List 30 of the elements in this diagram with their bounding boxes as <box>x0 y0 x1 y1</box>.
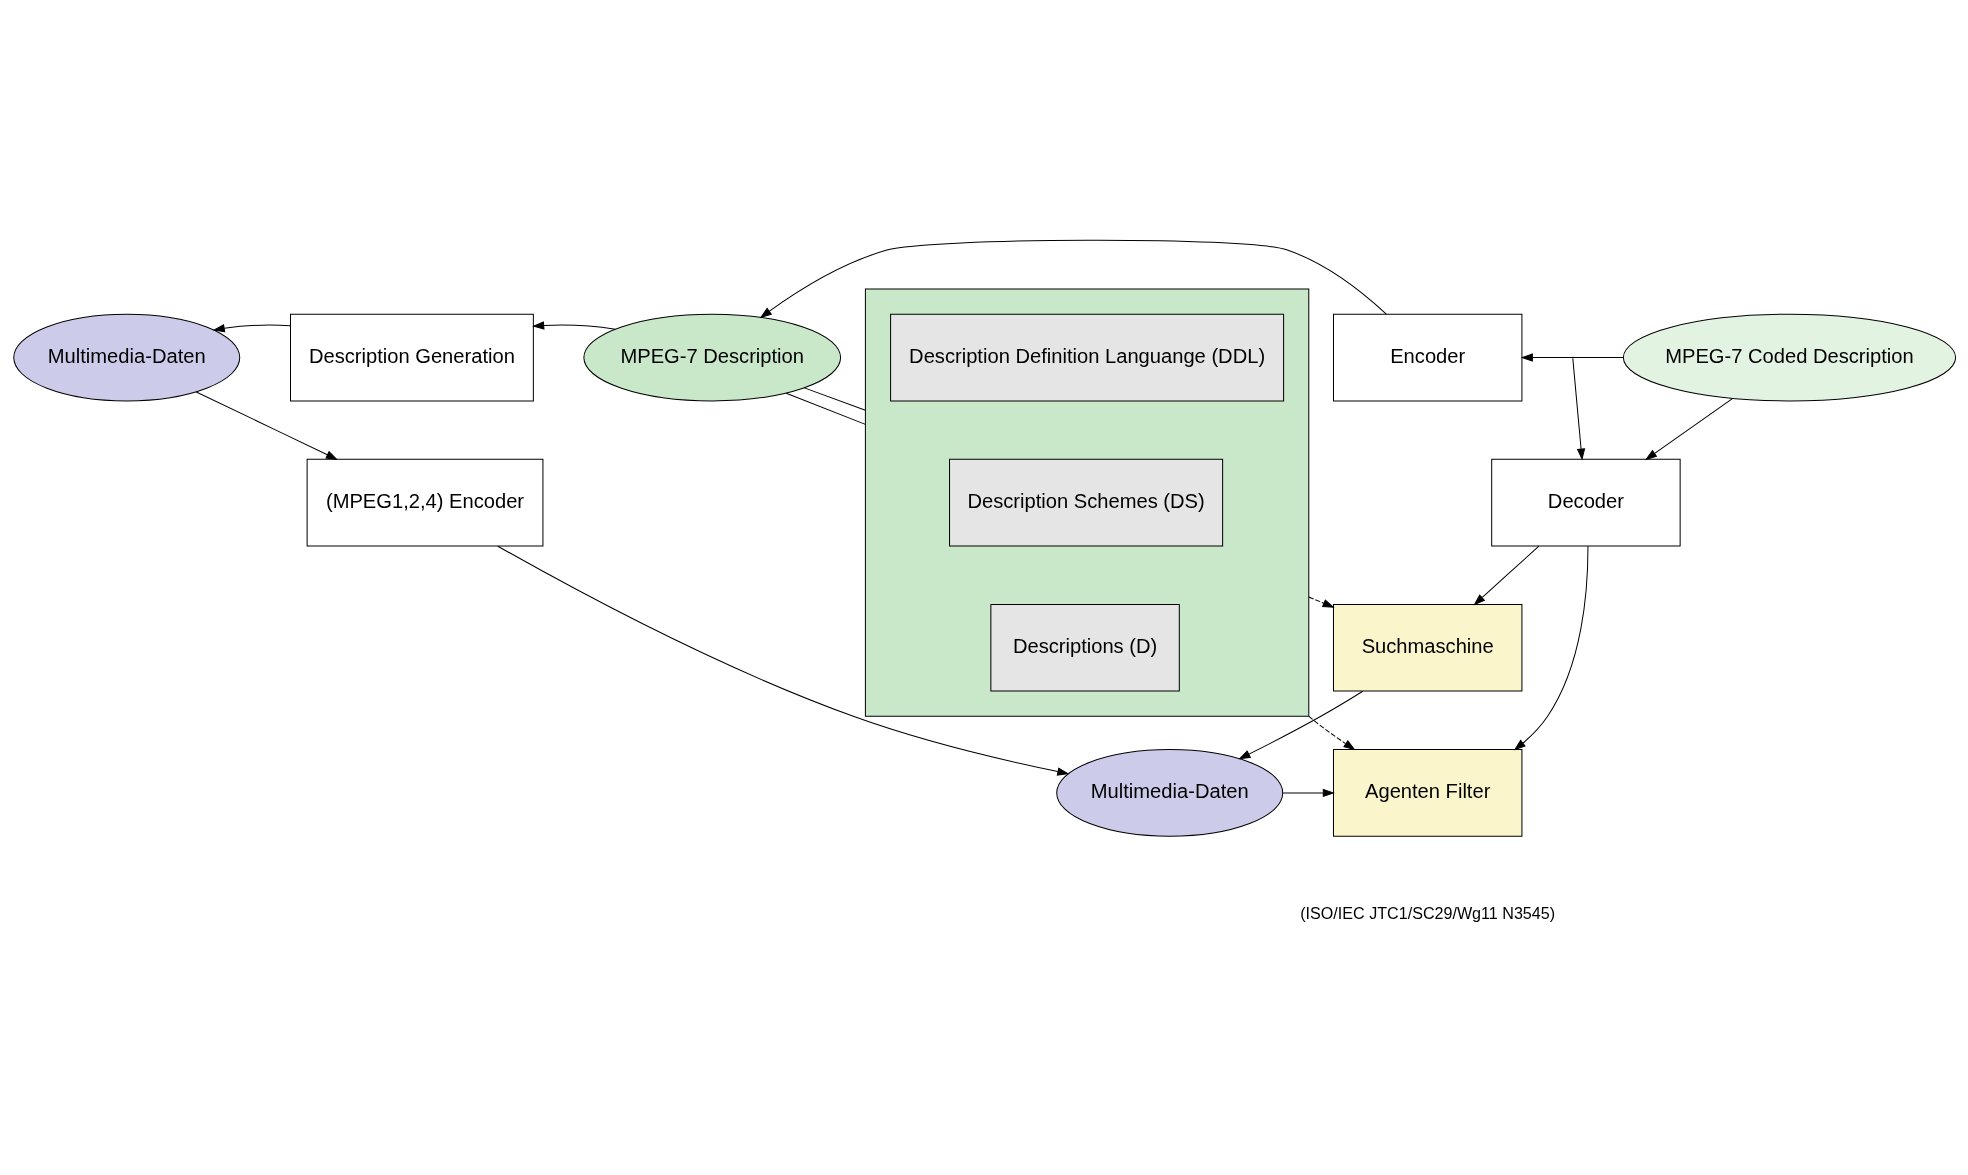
arrow <box>1307 596 1335 608</box>
node-ellipse: MPEG-7 Coded Description <box>1622 313 1956 402</box>
node-box: Encoder <box>1332 313 1522 402</box>
node-ellipse: Multimedia-Daten <box>12 313 240 402</box>
cluster <box>864 288 1309 717</box>
node-box: Description Schemes (DS) <box>948 458 1223 547</box>
arrow <box>1513 545 1588 751</box>
arrow <box>1307 715 1356 751</box>
arrow <box>1472 545 1539 606</box>
arrow <box>195 391 338 460</box>
arrow <box>212 324 291 333</box>
connector <box>803 387 866 411</box>
arrow <box>496 545 1069 776</box>
arrow <box>1644 397 1733 461</box>
arrow <box>759 239 1387 319</box>
node-box: Descriptions (D) <box>989 603 1180 692</box>
node-box: Agenten Filter <box>1332 749 1522 837</box>
node-box: (MPEG1,2,4) Encoder <box>306 458 543 547</box>
arrow <box>1282 788 1335 798</box>
arrow <box>531 321 616 330</box>
node-box: Suchmaschine <box>1332 603 1522 692</box>
node-box: Description Definition Languange (DDL) <box>889 313 1284 402</box>
connector <box>785 392 866 425</box>
node-ellipse: MPEG-7 Description <box>582 313 841 402</box>
label: (ISO/IEC JTC1/SC29/Wg11 N3545) <box>1299 903 1555 922</box>
arrow <box>1571 358 1585 461</box>
node-box: Decoder <box>1490 458 1681 547</box>
node-box: Description Generation <box>289 313 534 402</box>
arrow <box>1520 353 1624 362</box>
arrow <box>1237 690 1363 760</box>
